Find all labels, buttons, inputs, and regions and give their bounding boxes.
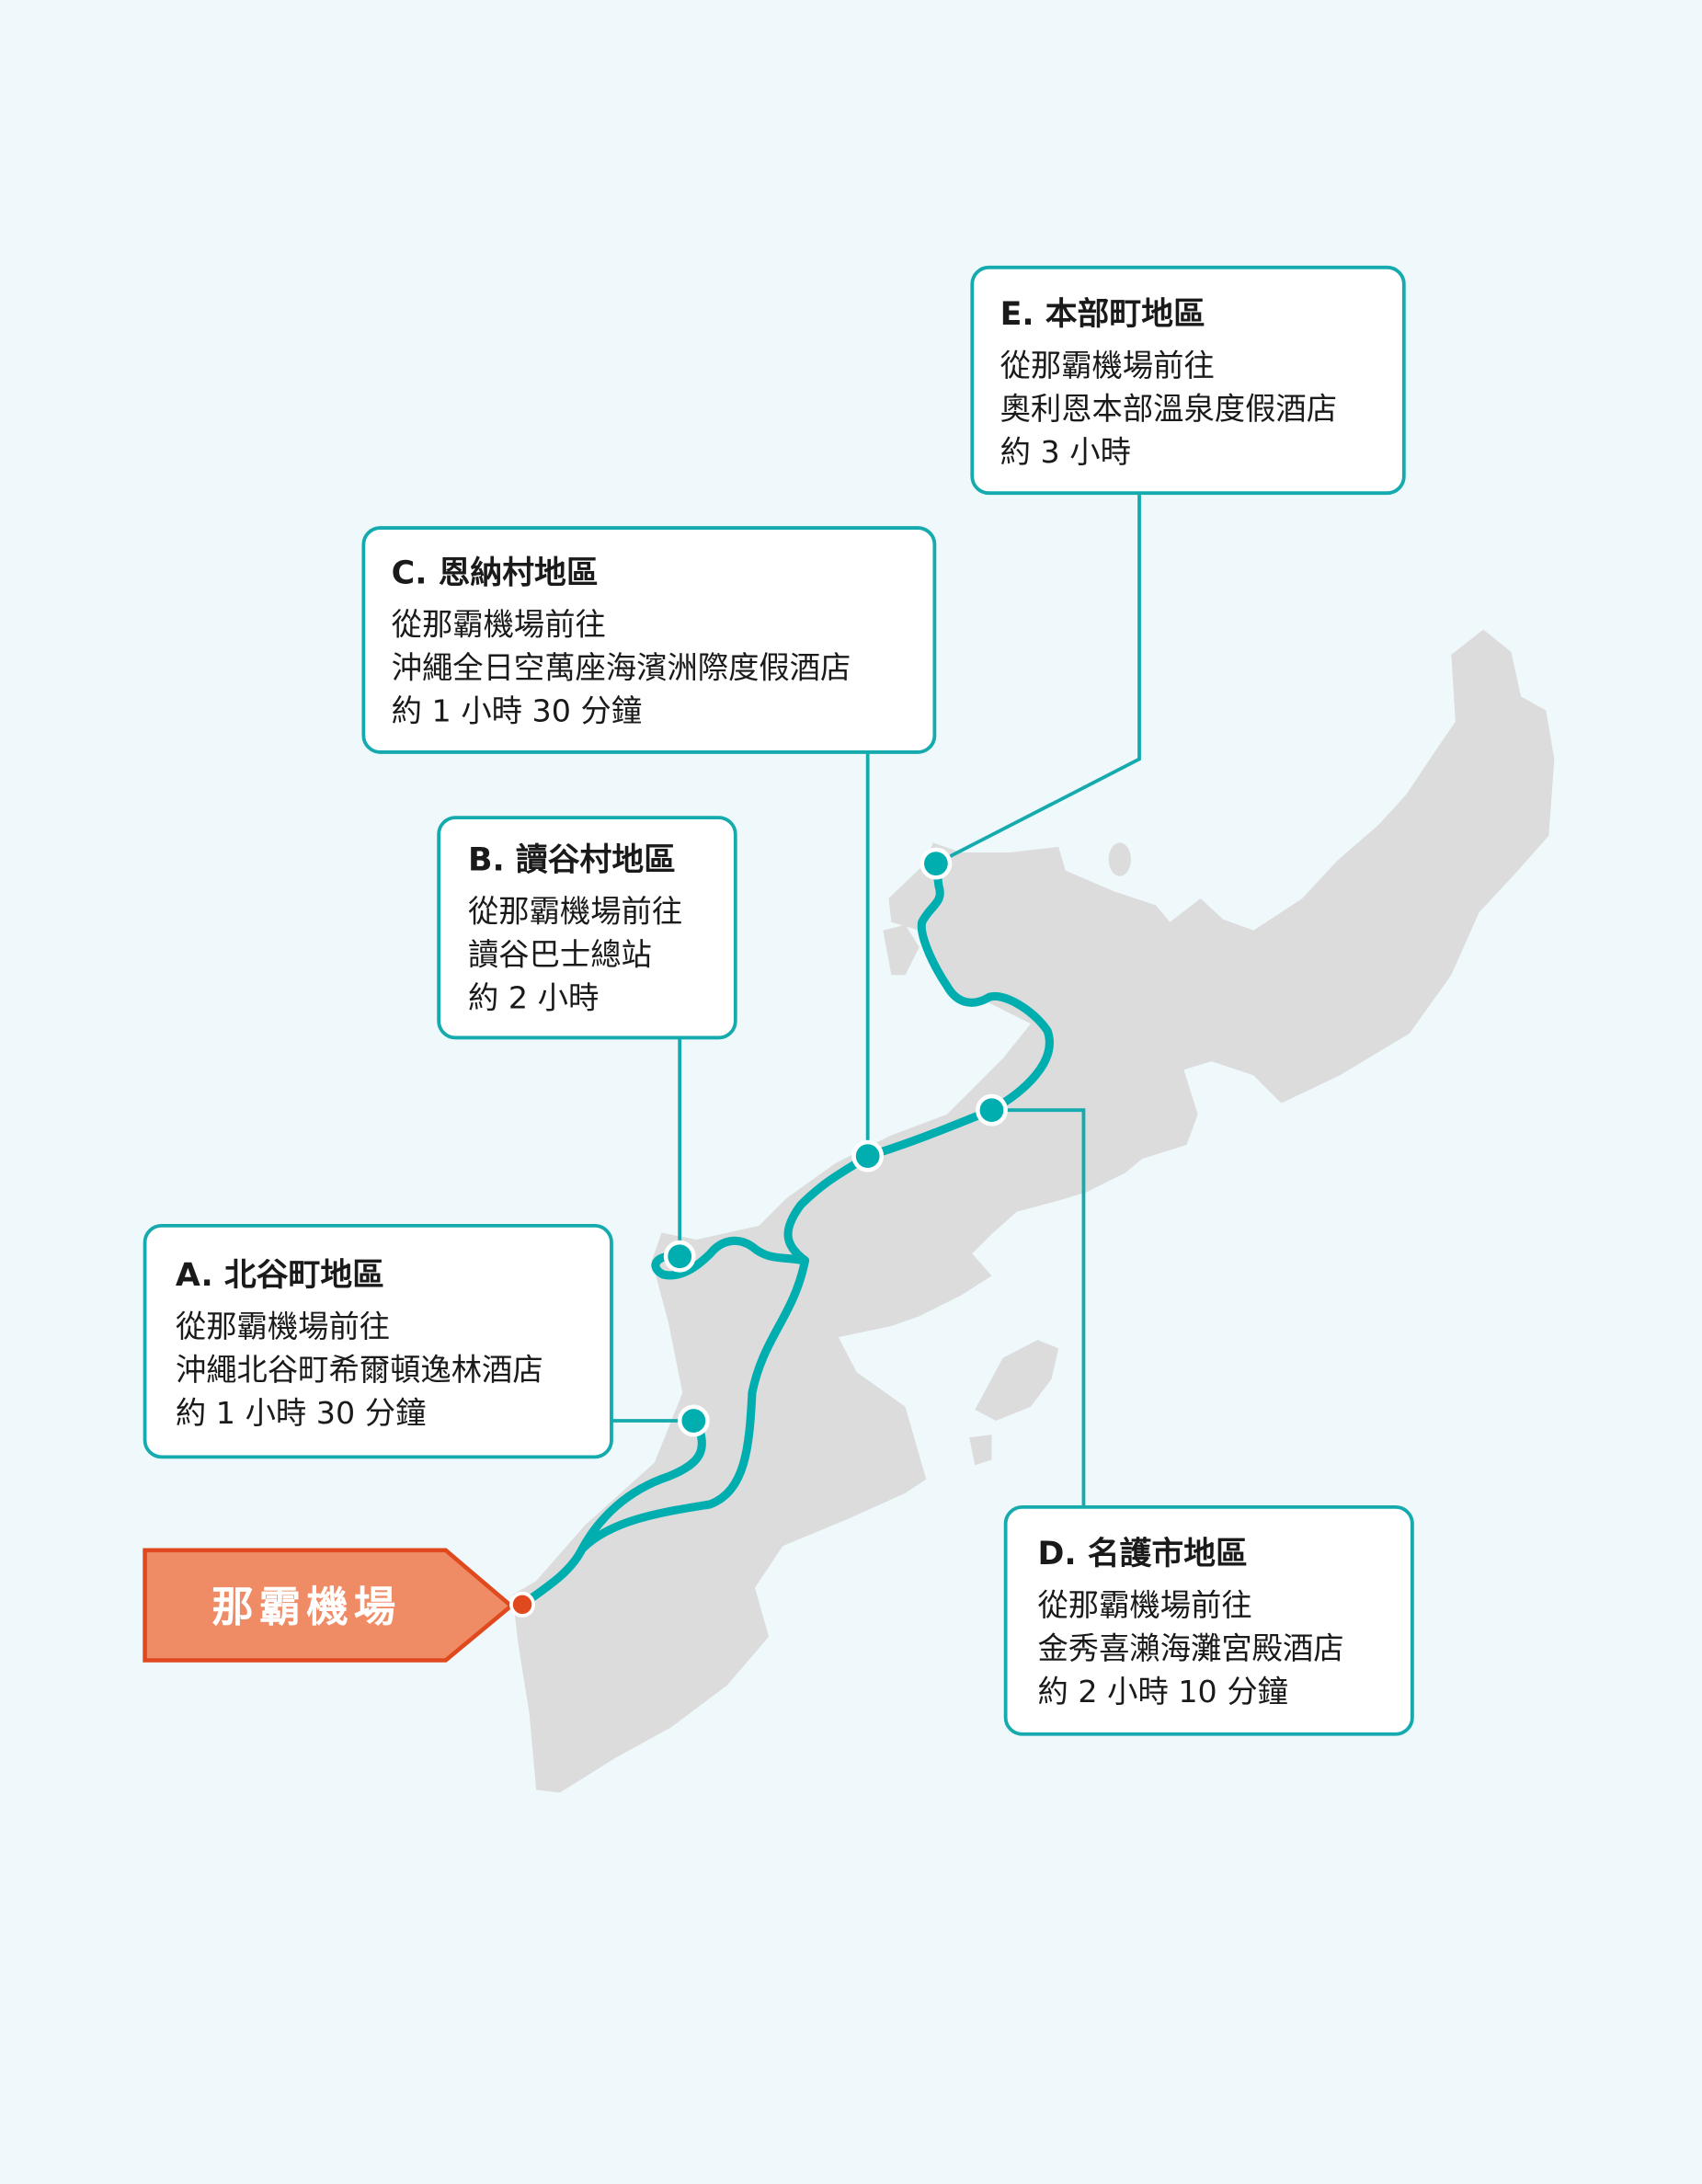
card-title: D. 名護市地區 <box>1037 1536 1247 1572</box>
card-duration: 約 1 小時 30 分鐘 <box>392 693 643 729</box>
card-duration: 約 2 小時 10 分鐘 <box>1037 1674 1288 1709</box>
card-line: 沖繩北谷町希爾頓逸林酒店 <box>176 1352 543 1388</box>
airport-label: 那霸機場 <box>211 1583 401 1631</box>
connector-line-d <box>991 1108 1086 1507</box>
airport-tag[interactable]: 那霸機場 <box>143 1548 515 1663</box>
card-duration: 約 2 小時 <box>468 980 599 1016</box>
card-duration: 約 3 小時 <box>1000 434 1131 470</box>
route-to-a <box>518 1416 706 1609</box>
card-title: B. 讀谷村地區 <box>468 842 676 879</box>
location-dot-icon <box>509 1591 536 1618</box>
card-line: 從那霸機場前往 <box>1000 348 1215 383</box>
connector-line-e <box>935 494 1141 865</box>
card-line: 讀谷巴士總站 <box>468 937 652 973</box>
card-line: 金秀喜瀨海灘宮殿酒店 <box>1037 1630 1343 1666</box>
card-title: C. 恩納村地區 <box>392 555 599 592</box>
stop-dot-a[interactable] <box>677 1404 710 1437</box>
destination-card-b[interactable]: B. 讀谷村地區 從那霸機場前往 讀谷巴士總站 約 2 小時 <box>437 816 737 1040</box>
card-line: 奧利恩本部溫泉度假酒店 <box>1000 391 1337 427</box>
destination-card-d[interactable]: D. 名護市地區 從那霸機場前往 金秀喜瀨海灘宮殿酒店 約 2 小時 10 分鐘 <box>1003 1504 1414 1736</box>
card-line: 從那霸機場前往 <box>176 1309 390 1344</box>
card-line: 從那霸機場前往 <box>392 607 606 643</box>
destination-card-c[interactable]: C. 恩納村地區 從那霸機場前往 沖繩全日空萬座海濱洲際度假酒店 約 1 小時 … <box>361 526 937 754</box>
stop-dot-e[interactable] <box>920 847 953 880</box>
card-duration: 約 1 小時 30 分鐘 <box>176 1395 427 1431</box>
card-title: E. 本部町地區 <box>1000 296 1205 333</box>
destination-card-a[interactable]: A. 北谷町地區 從那霸機場前往 沖繩北谷町希爾頓逸林酒店 約 1 小時 30 … <box>143 1224 613 1459</box>
card-title: A. 北谷町地區 <box>176 1257 384 1294</box>
card-line: 從那霸機場前往 <box>468 894 682 930</box>
card-line: 從那霸機場前往 <box>1037 1587 1251 1623</box>
stop-dot-b[interactable] <box>663 1240 696 1273</box>
route-to-b <box>651 1236 810 1280</box>
stop-dot-c[interactable] <box>851 1139 885 1172</box>
destination-card-e[interactable]: E. 本部町地區 從那霸機場前往 奧利恩本部溫泉度假酒店 約 3 小時 <box>970 265 1406 496</box>
stop-dot-d[interactable] <box>976 1093 1008 1126</box>
card-line: 沖繩全日空萬座海濱洲際度假酒店 <box>392 650 851 686</box>
okinawa-island <box>512 629 1555 1793</box>
